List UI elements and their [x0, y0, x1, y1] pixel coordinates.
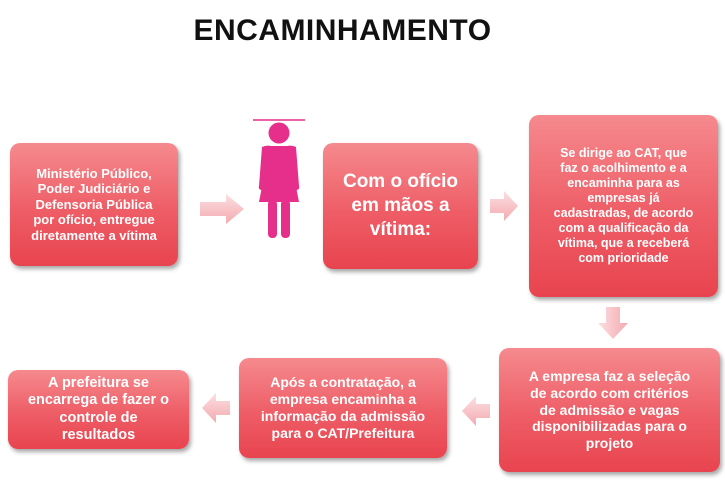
text-line: diretamente a vítima	[31, 227, 157, 243]
step-text: Se dirige ao CAT, que faz o acolhimento …	[554, 146, 694, 266]
arrow-right-icon	[200, 194, 244, 224]
text-line: vítima, que a receberá	[557, 236, 690, 250]
step-box-contratacao: Após a contratação, a empresa encaminha …	[239, 358, 447, 458]
text-line: faz o acolhimento e a	[560, 161, 687, 175]
text-line: vítima:	[369, 218, 432, 240]
arrow-left-icon	[202, 393, 230, 423]
text-line: em mãos a	[351, 195, 450, 217]
step-box-prefeitura: A prefeitura se encarrega de fazer o con…	[8, 370, 189, 449]
text-line: de acordo com critérios	[530, 384, 689, 401]
text-line: Poder Judiciário e	[37, 181, 151, 197]
text-line: de admissão e vagas	[539, 401, 680, 418]
arrow-right-icon	[490, 191, 518, 221]
page-title: ENCAMINHAMENTO	[193, 14, 492, 47]
arrow-down-icon	[598, 307, 628, 339]
step-text: Com o ofício em mãos a vítima:	[343, 170, 458, 241]
text-line: Ministério Público,	[36, 165, 152, 181]
step-box-cat: Se dirige ao CAT, que faz o acolhimento …	[529, 115, 718, 297]
text-line: empresa encaminha a	[269, 391, 417, 408]
text-line: informação da admissão	[260, 408, 426, 424]
text-line: por ofício, entregue	[33, 212, 155, 228]
step-text: Após a contratação, a empresa encaminha …	[261, 374, 425, 441]
text-line: com a qualificação da	[558, 221, 689, 235]
step-text: A prefeitura se encarrega de fazer o con…	[28, 375, 169, 445]
step-box-empresa-selecao: A empresa faz a seleção de acordo com cr…	[499, 348, 720, 472]
text-line: Com o ofício	[342, 171, 459, 193]
text-line: empresas já	[587, 191, 660, 205]
arrow-left-icon	[462, 396, 490, 426]
text-line: projeto	[585, 435, 634, 452]
step-box-oficio: Com o ofício em mãos a vítima:	[323, 143, 478, 269]
text-line: encaminha para as	[567, 176, 680, 190]
step-text: A empresa faz a seleção de acordo com cr…	[529, 368, 690, 452]
woman-icon	[253, 119, 305, 238]
text-line: A empresa faz a seleção	[528, 368, 691, 384]
text-line: com prioridade	[578, 251, 669, 265]
text-line: A prefeitura se	[47, 374, 149, 391]
text-line: controle de	[59, 409, 138, 426]
text-line: cadastradas, de acordo	[553, 206, 694, 220]
text-line: disponibilizadas para o	[532, 418, 687, 435]
text-line: para o CAT/Prefeitura	[271, 424, 415, 441]
text-line: encarrega de fazer o	[27, 392, 170, 409]
text-line: Após a contratação, a	[270, 374, 416, 391]
text-line: Se dirige ao CAT, que	[560, 146, 687, 160]
text-line: resultados	[61, 426, 136, 443]
text-line: Defensoria Pública	[35, 196, 153, 212]
step-box-ministerio: Ministério Público, Poder Judiciário e D…	[10, 143, 178, 266]
step-text: Ministério Público, Poder Judiciário e D…	[31, 166, 157, 244]
